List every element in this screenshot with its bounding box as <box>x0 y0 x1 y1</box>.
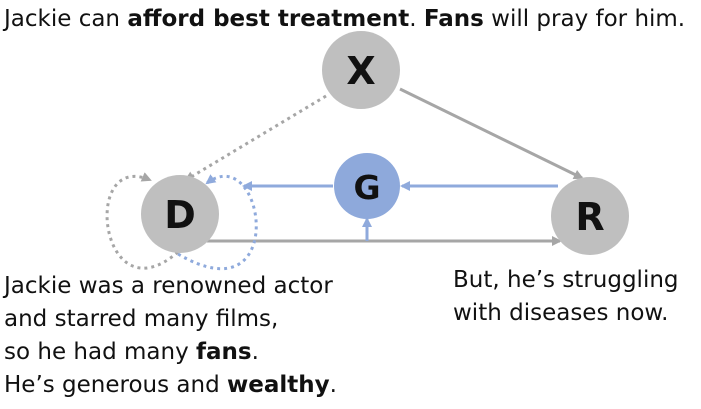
right-caption: But, he’s struggling with diseases now. <box>453 264 679 330</box>
left-caption-line: He’s generous and wealthy. <box>4 369 337 402</box>
top-caption-bold-fans: Fans <box>423 6 484 32</box>
top-caption-text: Jackie can <box>4 6 128 32</box>
left-caption: Jackie was a renowned actor and starred … <box>4 270 337 402</box>
top-caption-bold-treatment: afford best treatment <box>127 6 410 32</box>
left-caption-text: He’s generous and <box>4 372 228 398</box>
node-g: G <box>334 153 400 219</box>
edge-x-to-d-dotted <box>184 94 327 182</box>
left-caption-text: . <box>329 372 337 398</box>
top-caption-text: . <box>409 6 424 32</box>
top-caption-text: will pray for him. <box>483 6 686 32</box>
self-loop-blue-dotted <box>177 174 258 271</box>
self-loop-gray-dotted <box>105 172 179 270</box>
node-g-label: G <box>353 168 380 207</box>
node-d: D <box>141 175 219 253</box>
left-caption-line: and starred many films, <box>4 306 279 332</box>
node-x-label: X <box>346 49 375 93</box>
edge-x-to-r <box>399 87 584 180</box>
node-r: R <box>551 177 629 255</box>
left-caption-bold-wealthy: wealthy <box>227 372 330 398</box>
left-caption-line: so he had many fans. <box>4 336 337 369</box>
right-caption-line: But, he’s struggling <box>453 267 679 293</box>
left-caption-line: Jackie was a renowned actor <box>4 273 333 299</box>
left-caption-text: . <box>251 339 259 365</box>
top-caption: Jackie can afford best treatment. Fans w… <box>4 3 685 36</box>
right-caption-line: with diseases now. <box>453 300 669 326</box>
node-x: X <box>322 31 400 109</box>
node-d-label: D <box>164 193 196 237</box>
left-caption-bold-fans: fans <box>196 339 252 365</box>
node-r-label: R <box>575 195 604 239</box>
left-caption-text: so he had many <box>4 339 196 365</box>
